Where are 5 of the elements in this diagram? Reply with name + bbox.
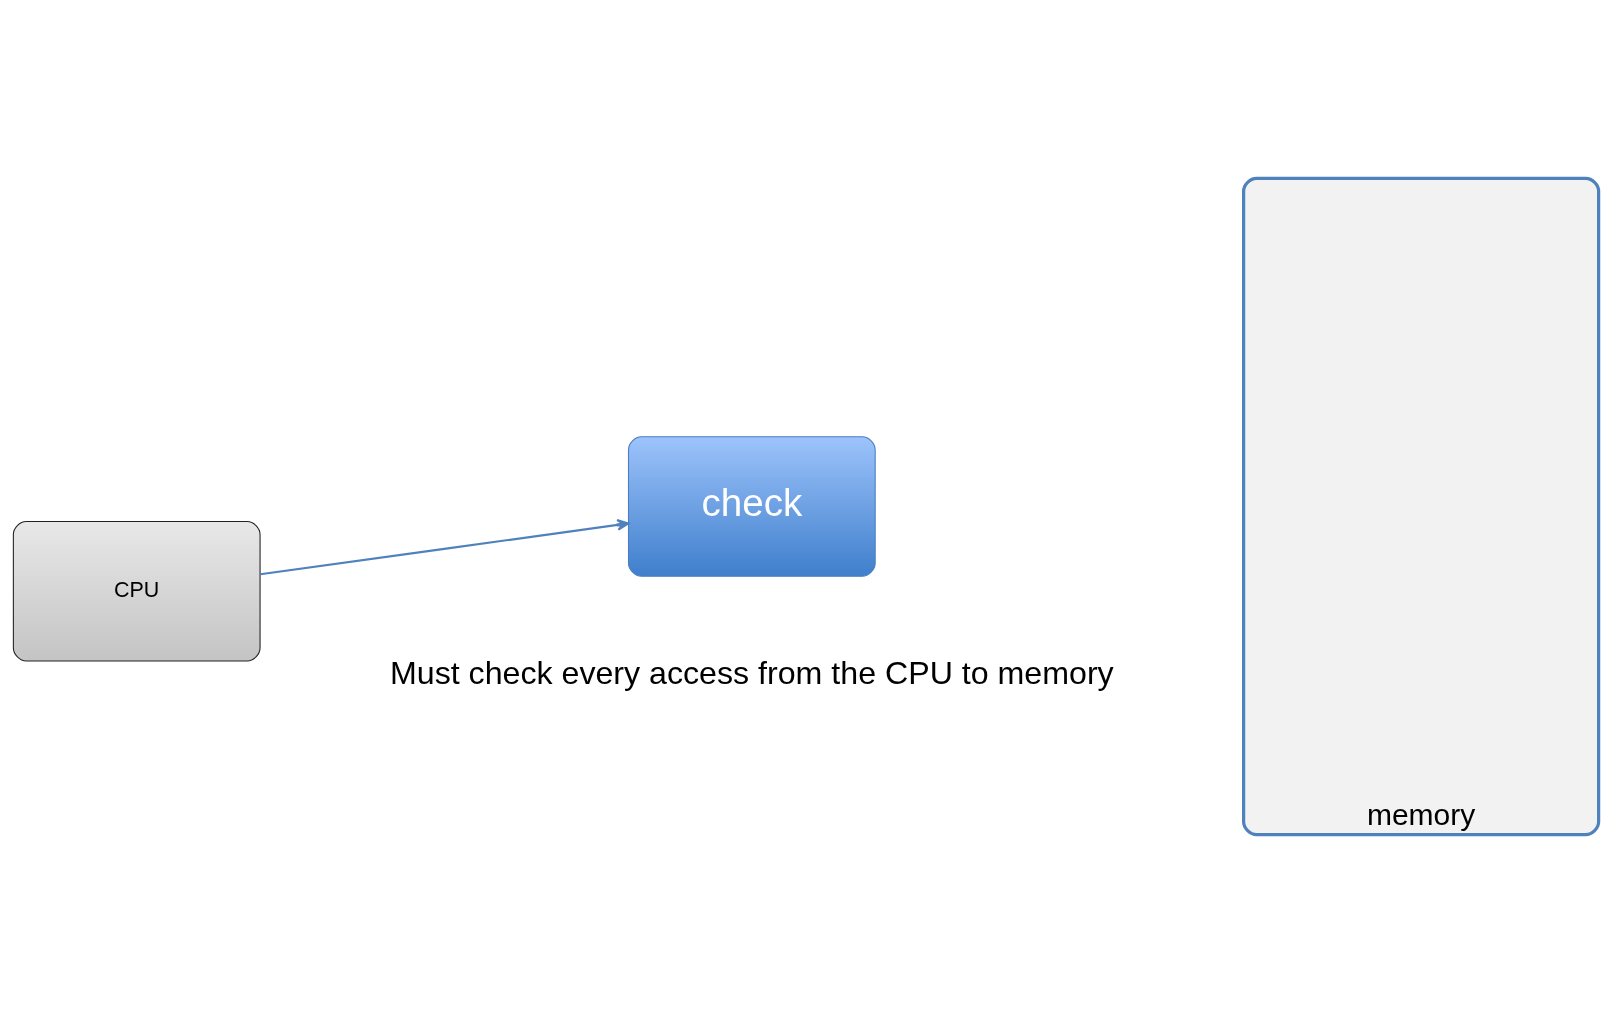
arrow <box>260 519 630 576</box>
node-box: CPU <box>12 521 261 662</box>
label: Must check every access from the CPU to memory <box>389 655 1114 692</box>
node-box: memory <box>1242 176 1601 837</box>
node-box: check <box>627 436 876 577</box>
